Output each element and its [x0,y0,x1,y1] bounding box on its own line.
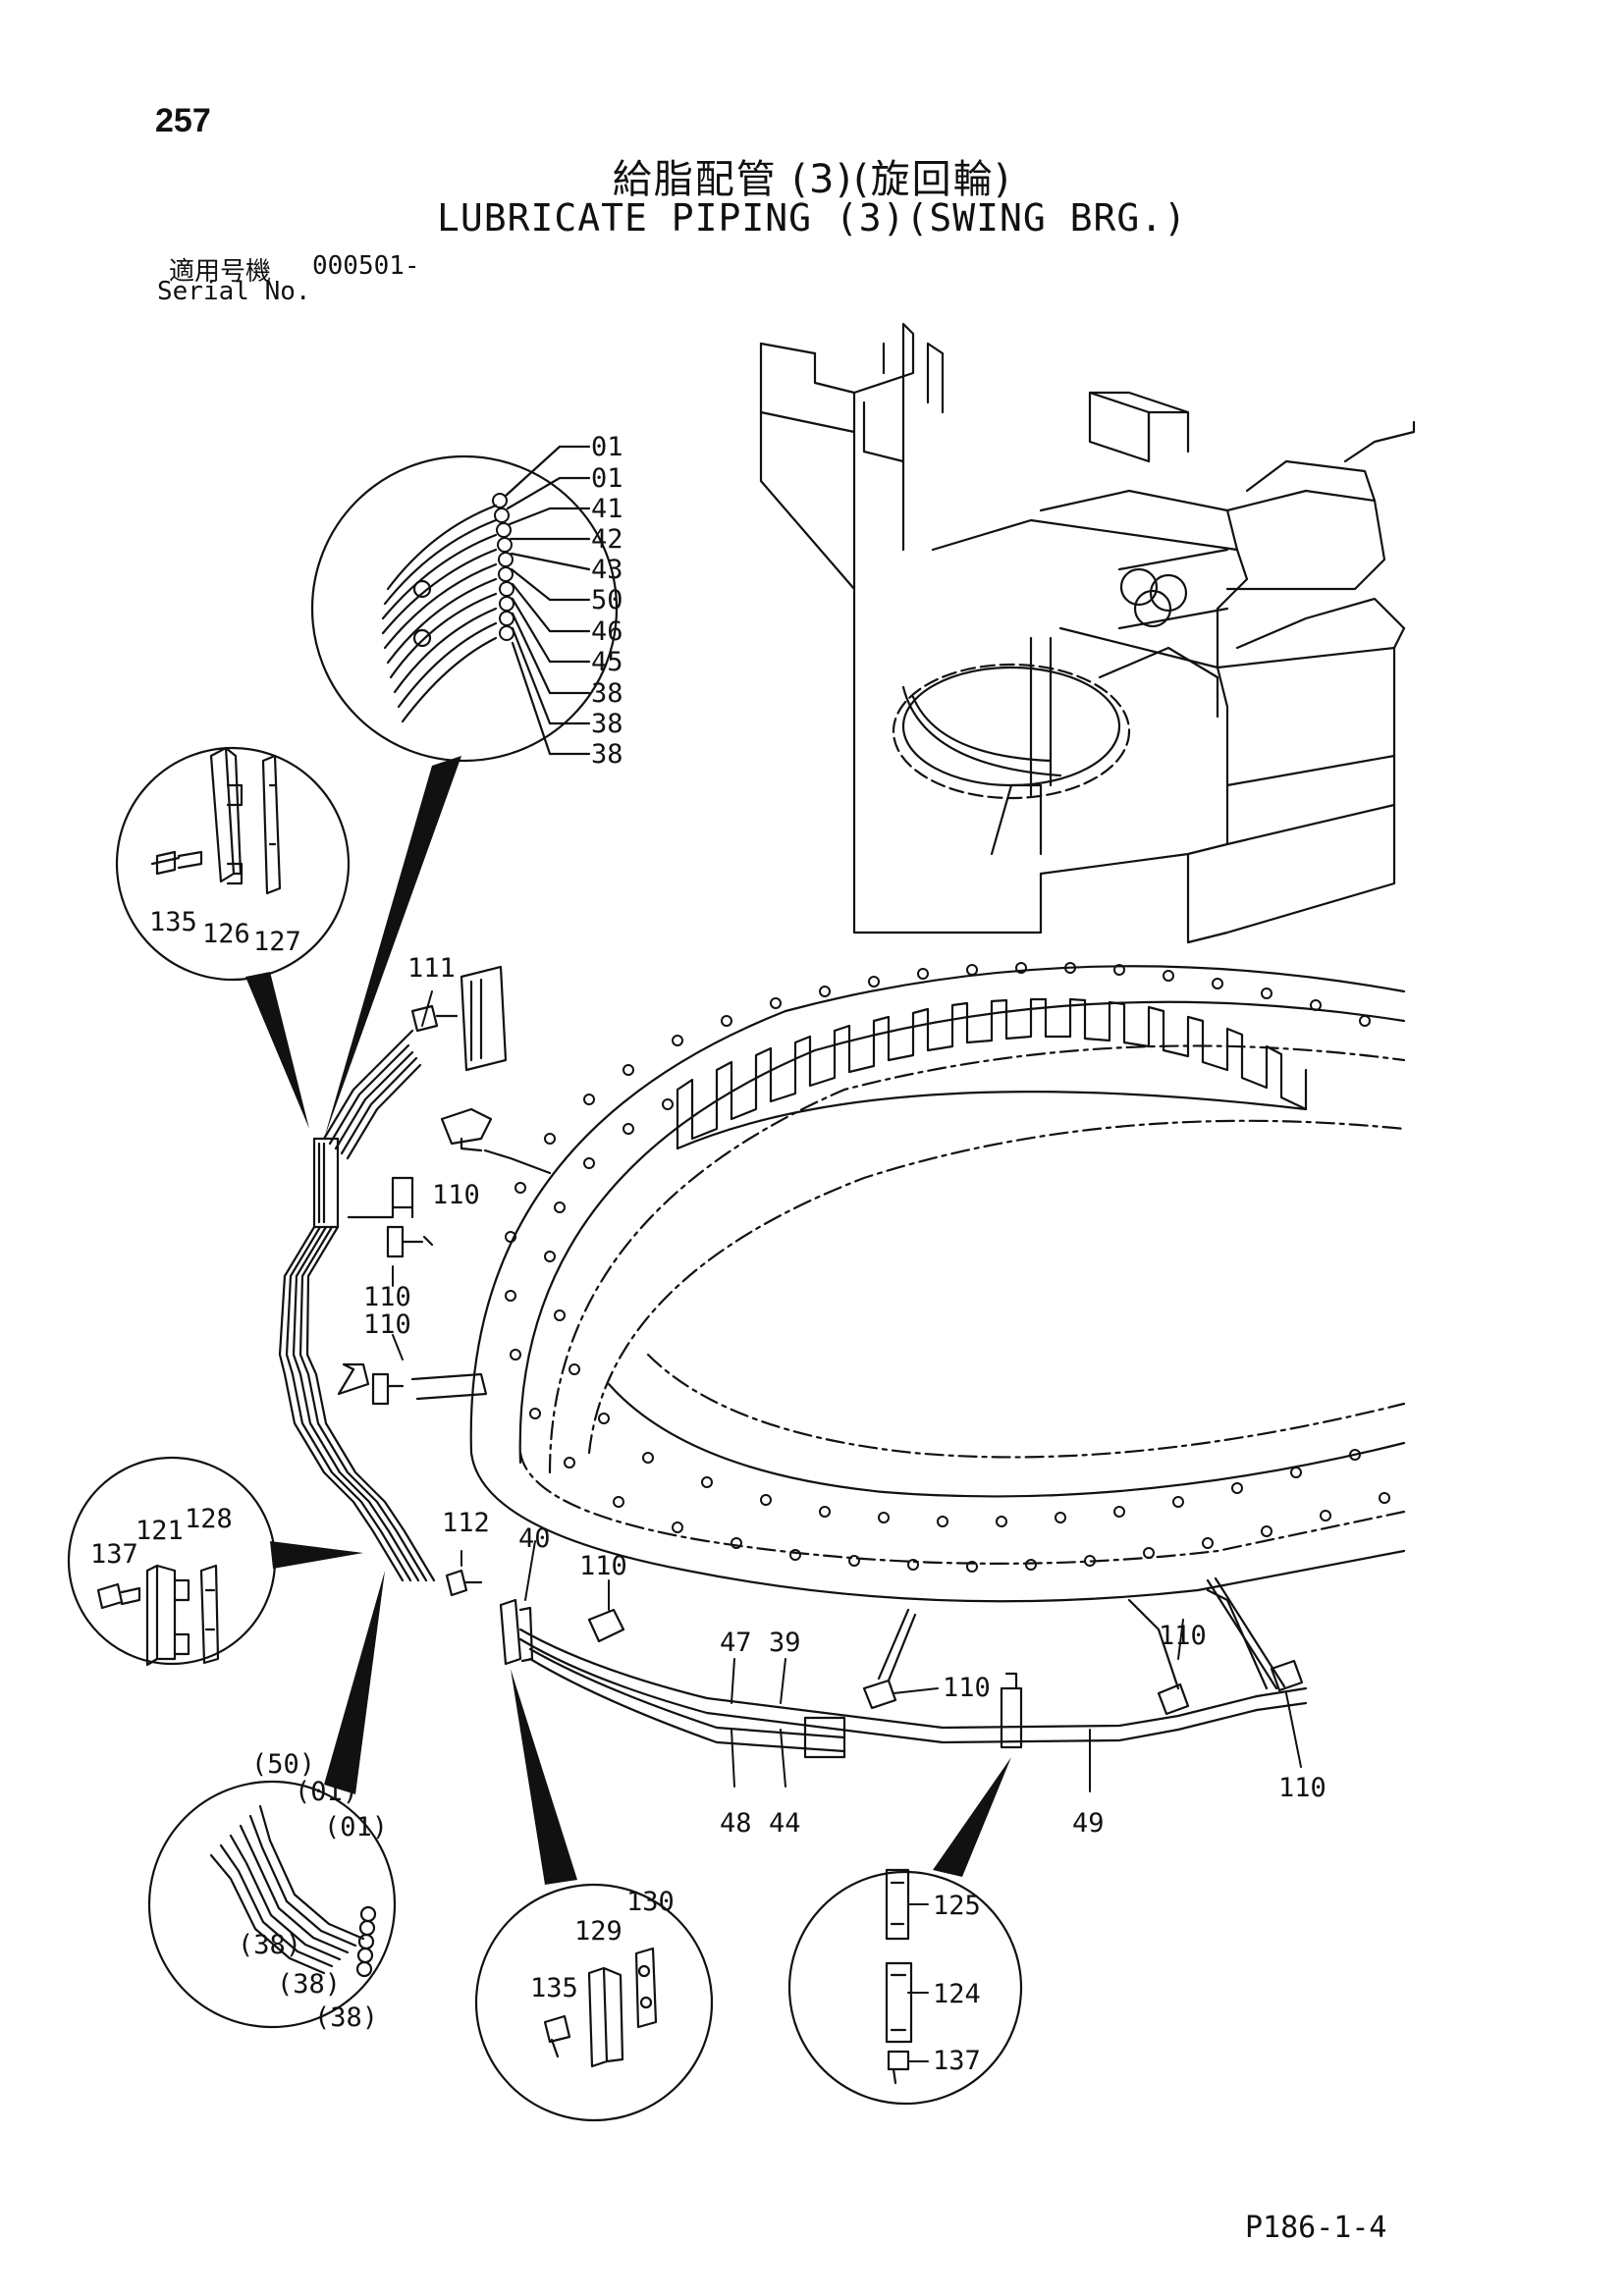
label-leader-lines [392,990,1302,2062]
callout-135-bottom: 135 [530,1973,578,2003]
callout-137-left: 137 [90,1539,138,1570]
detail-circle-clamp-126 [115,746,351,982]
callout-111: 111 [407,953,456,984]
detail-circle-manifold [310,454,619,763]
detail-leader-wedges [245,756,1011,1885]
detail-circle-hoses [147,1780,397,2029]
callout-125: 125 [933,1891,981,1921]
callout-121: 121 [135,1516,184,1546]
callout-110-f: 110 [1159,1621,1207,1651]
callout-137-right: 137 [933,2046,981,2076]
serial-label-japanese: 適用号機 [169,257,272,287]
callout-128: 128 [185,1504,233,1534]
title-japanese: 給脂配管 (3)(旋回輪) [612,157,1012,202]
title-english: LUBRICATE PIPING (3)(SWING BRG.) [436,196,1188,240]
callout-112: 112 [442,1508,490,1538]
callout-110-c: 110 [363,1309,411,1340]
callout-39: 39 [769,1628,801,1658]
callout-top-41: 41 [591,494,623,524]
callout-110-b: 110 [363,1282,411,1312]
callout-top-46: 46 [591,616,623,647]
clamp-129-detail-drawing [543,1947,658,2068]
callout-hose-01a: (01) [295,1777,358,1807]
callout-48: 48 [720,1808,752,1839]
callout-124: 124 [933,1979,981,2009]
callout-44: 44 [769,1808,801,1839]
clamp-121-detail-drawing [96,1564,220,1667]
callout-49: 49 [1072,1808,1105,1839]
upper-frame-illustration [759,322,1416,944]
callout-top-45: 45 [591,647,623,677]
callout-127: 127 [253,927,301,957]
detail-circle-clamp-129 [474,1883,714,2122]
lube-hose-bundle [278,965,1308,1759]
callout-hose-38c: (38) [314,2002,378,2033]
page-code: P186-1-4 [1245,2211,1387,2245]
swing-bearing-ring [469,962,1406,1603]
callout-129: 129 [574,1916,623,1947]
callout-top-01a: 01 [591,432,623,462]
serial-number-value: 000501- [312,251,420,281]
callout-top-01b: 01 [591,463,623,494]
callout-130: 130 [626,1887,675,1917]
callout-top-43: 43 [591,555,623,585]
clamp-126-detail-drawing [150,746,282,895]
callout-top-42: 42 [591,524,623,555]
callout-40: 40 [518,1523,551,1554]
detail-circle-clamp-124 [787,1870,1023,2106]
callout-47: 47 [720,1628,752,1658]
callout-110-e: 110 [943,1673,991,1703]
callout-top-38b: 38 [591,709,623,739]
callout-135-left: 135 [149,907,197,937]
callout-hose-50: (50) [251,1749,315,1780]
callout-hose-38b: (38) [277,1969,341,2000]
callout-110-a: 110 [432,1180,480,1210]
hose-detail-drawing [209,1804,377,1978]
page-number: 257 [155,102,211,139]
callout-hose-01b: (01) [324,1812,388,1842]
manifold-detail-drawing [381,445,591,756]
serial-label-english: Serial No. [157,277,311,306]
callout-top-38a: 38 [591,678,623,709]
callout-top-50: 50 [591,585,623,615]
callout-110-d: 110 [579,1551,627,1581]
callout-110-g: 110 [1278,1773,1326,1803]
clamp-124-detail-drawing [885,1868,913,2085]
callout-126: 126 [202,919,250,949]
callout-top-38c: 38 [591,739,623,770]
callout-hose-38a: (38) [238,1930,301,1960]
